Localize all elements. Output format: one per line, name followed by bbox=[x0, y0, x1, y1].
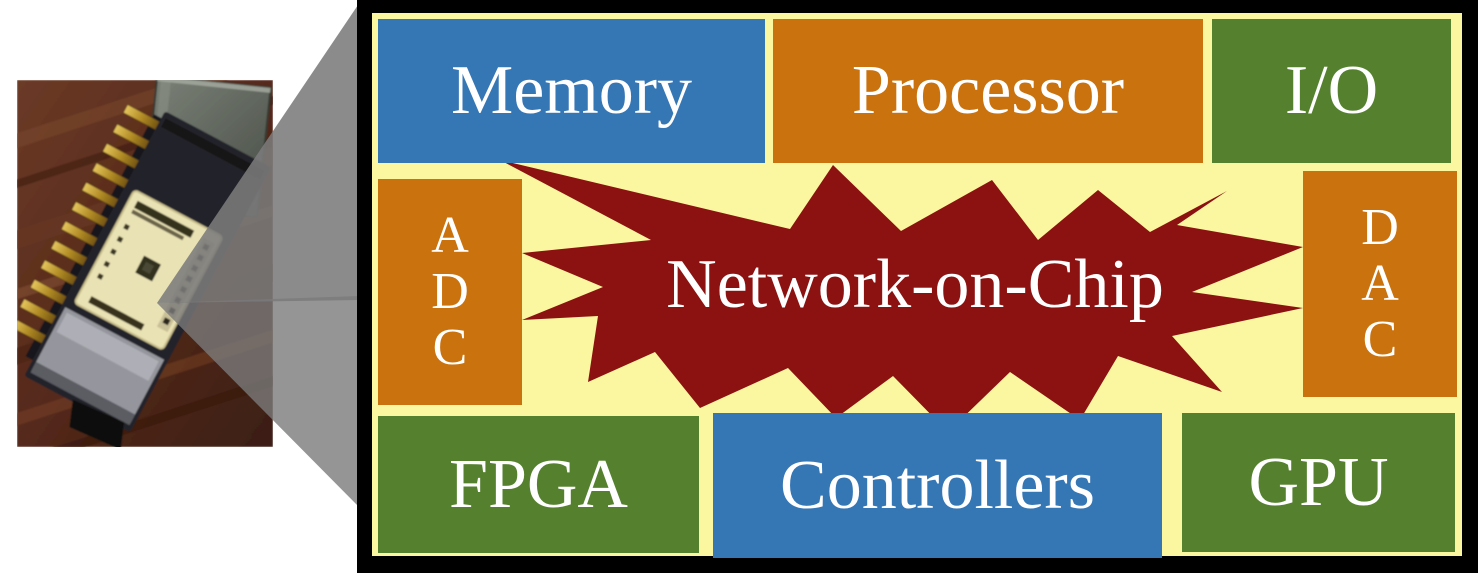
controllers-block: Controllers bbox=[713, 413, 1162, 558]
support-leg bbox=[69, 399, 125, 447]
gpu-label: GPU bbox=[1248, 443, 1389, 521]
photo-content bbox=[17, 80, 273, 447]
processor-label: Processor bbox=[851, 52, 1125, 129]
dac-letter-a: A bbox=[1361, 255, 1399, 312]
dac-letter-d: D bbox=[1361, 199, 1399, 256]
fpga-block: FPGA bbox=[378, 416, 699, 553]
memory-label: Memory bbox=[450, 52, 693, 129]
chip-package-photo bbox=[17, 80, 273, 447]
controllers-label: Controllers bbox=[780, 446, 1095, 524]
package-lower-section bbox=[30, 307, 165, 426]
adc-letter-d: D bbox=[431, 263, 469, 320]
dac-block: D A C bbox=[1303, 171, 1457, 397]
processor-block: Processor bbox=[773, 19, 1203, 163]
io-block: I/O bbox=[1212, 19, 1451, 163]
gpu-block: GPU bbox=[1182, 413, 1455, 552]
dac-letter-c: C bbox=[1362, 311, 1398, 368]
io-label: I/O bbox=[1284, 52, 1379, 129]
adc-letter-c: C bbox=[432, 319, 468, 376]
memory-block: Memory bbox=[378, 19, 765, 163]
adc-letter-a: A bbox=[431, 207, 469, 264]
adc-block: A D C bbox=[378, 179, 522, 405]
fpga-label: FPGA bbox=[449, 445, 628, 523]
